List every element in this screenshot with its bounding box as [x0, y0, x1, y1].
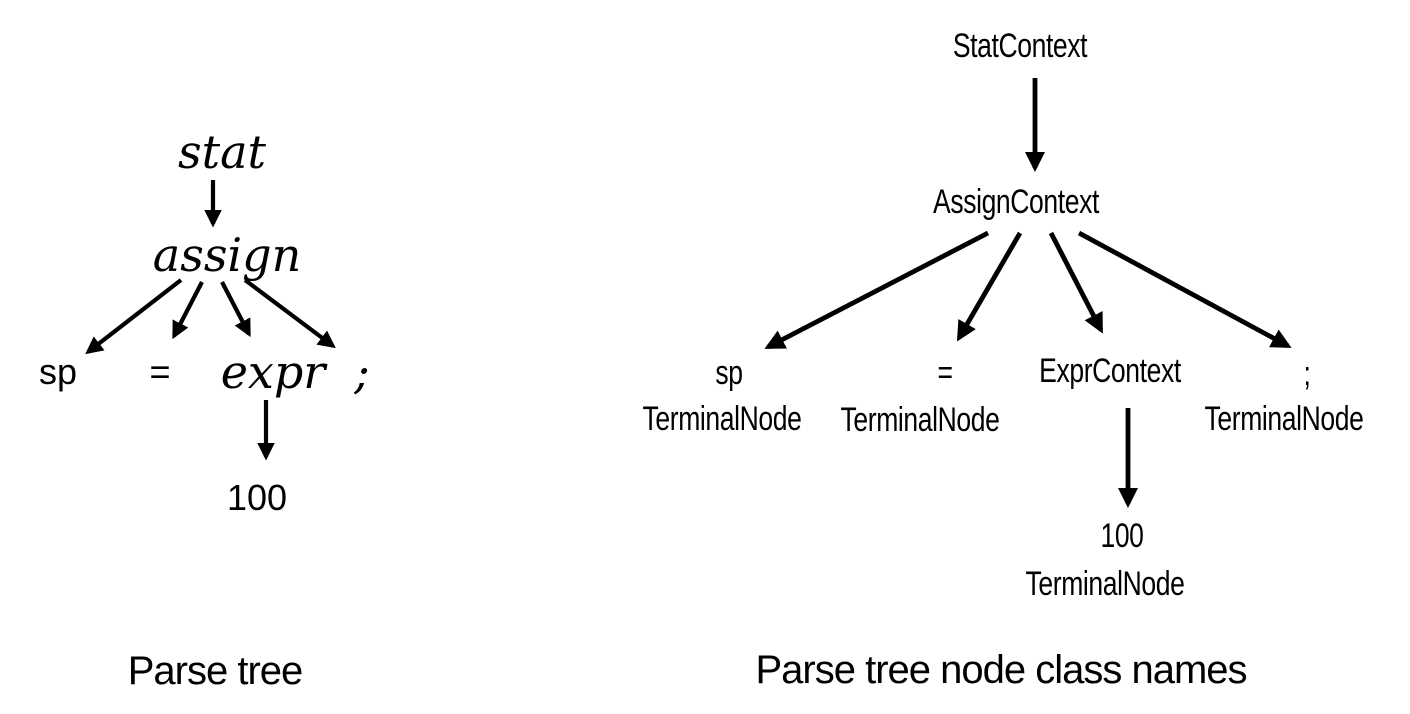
- edge-assign-eq: [172, 281, 204, 340]
- right-node-100: 100: [1100, 517, 1144, 555]
- edge-assignctx-sp: [764, 230, 990, 350]
- right-node-100-terminalnode: TerminalNode: [1025, 565, 1185, 603]
- right-node-semicolon-terminalnode: TerminalNode: [1204, 400, 1364, 438]
- right-node-sp: sp: [715, 354, 743, 392]
- left-node-100: 100: [226, 477, 288, 518]
- edge-assignctx-semi: [1077, 230, 1292, 349]
- right-node-equals: =: [937, 354, 953, 392]
- left-node-sp: sp: [38, 351, 78, 392]
- right-node-sp-terminalnode: TerminalNode: [642, 400, 802, 438]
- right-tree-caption: Parse tree node class names: [755, 648, 1247, 692]
- right-node-assigncontext: AssignContext: [933, 183, 1099, 221]
- edge-assignctx-eq: [956, 231, 1023, 342]
- edge-assign-sp: [85, 278, 183, 355]
- right-node-exprcontext: ExprContext: [1039, 352, 1181, 390]
- right-node-statcontext: StatContext: [952, 27, 1088, 65]
- edge-assign-semi: [243, 278, 336, 349]
- left-tree-caption: Parse tree: [127, 649, 304, 693]
- edge-assignctx-exprctx: [1048, 231, 1104, 334]
- left-node-semicolon: ;: [354, 345, 370, 399]
- left-node-expr: expr: [220, 345, 326, 399]
- left-node-assign: assign: [152, 228, 302, 282]
- right-node-equals-terminalnode: TerminalNode: [840, 401, 1000, 439]
- left-node-equals: =: [149, 351, 171, 392]
- left-node-stat: stat: [177, 125, 267, 179]
- edge-assign-expr: [220, 281, 251, 338]
- right-node-semicolon: ;: [1303, 355, 1311, 393]
